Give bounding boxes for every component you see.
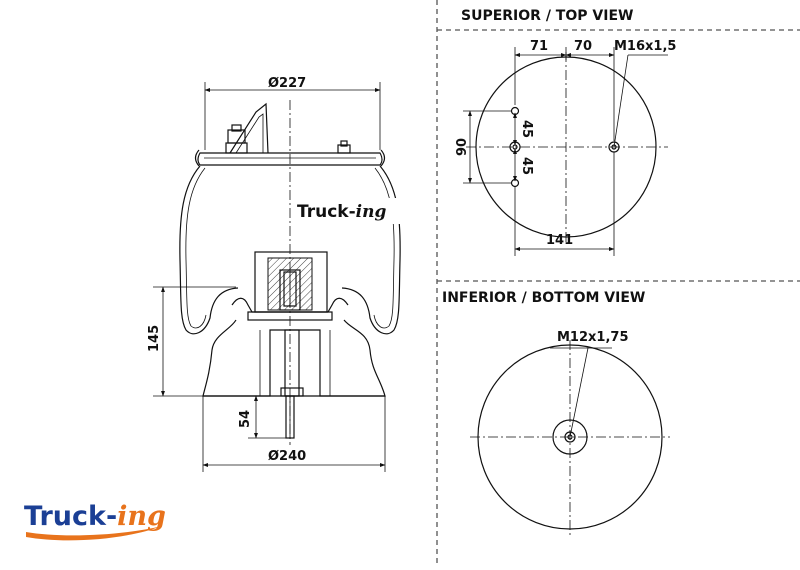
dimension-hole-width: 141: [546, 233, 573, 248]
view-separators: [436, 0, 800, 565]
dimension-hole-height: 90: [455, 138, 470, 156]
logo-suffix: ing: [117, 501, 166, 532]
dimension-top-diameter: Ø227: [268, 76, 306, 91]
bellow-brand-main: Truck-: [297, 202, 356, 222]
logo-text: Truck-ing: [24, 501, 166, 532]
top-thread-spec: M16x1,5: [614, 39, 676, 54]
dimension-lower-spacing: 45: [519, 157, 534, 175]
header-bottom-view: INFERIOR / BOTTOM VIEW: [442, 290, 645, 306]
dimension-stud-length: 54: [238, 410, 253, 428]
logo-main: Truck-: [24, 501, 117, 532]
bottom-view: INFERIOR / BOTTOM VIEW M12x1,75: [442, 290, 670, 535]
header-top-view: SUPERIOR / TOP VIEW: [461, 8, 633, 24]
logo-underline-swoosh: [26, 526, 162, 541]
bellow-brand-label: Truck-ing: [297, 202, 386, 222]
side-view: Ø227 Ø240 145 54 Truck-ing: [147, 76, 402, 472]
brand-logo: Truck-ing: [24, 501, 166, 541]
dimension-upper-spacing: 45: [519, 120, 534, 138]
dimension-bottom-diameter: Ø240: [268, 449, 306, 464]
bottom-thread-spec: M12x1,75: [557, 330, 629, 345]
dimension-right-offset: 70: [574, 39, 592, 54]
top-view: SUPERIOR / TOP VIEW 71 70 M16x1,5 45 45 …: [455, 8, 676, 256]
bellow-brand-suffix: ing: [356, 202, 387, 222]
dimension-height: 145: [147, 325, 162, 352]
dimension-left-offset: 71: [530, 39, 548, 54]
